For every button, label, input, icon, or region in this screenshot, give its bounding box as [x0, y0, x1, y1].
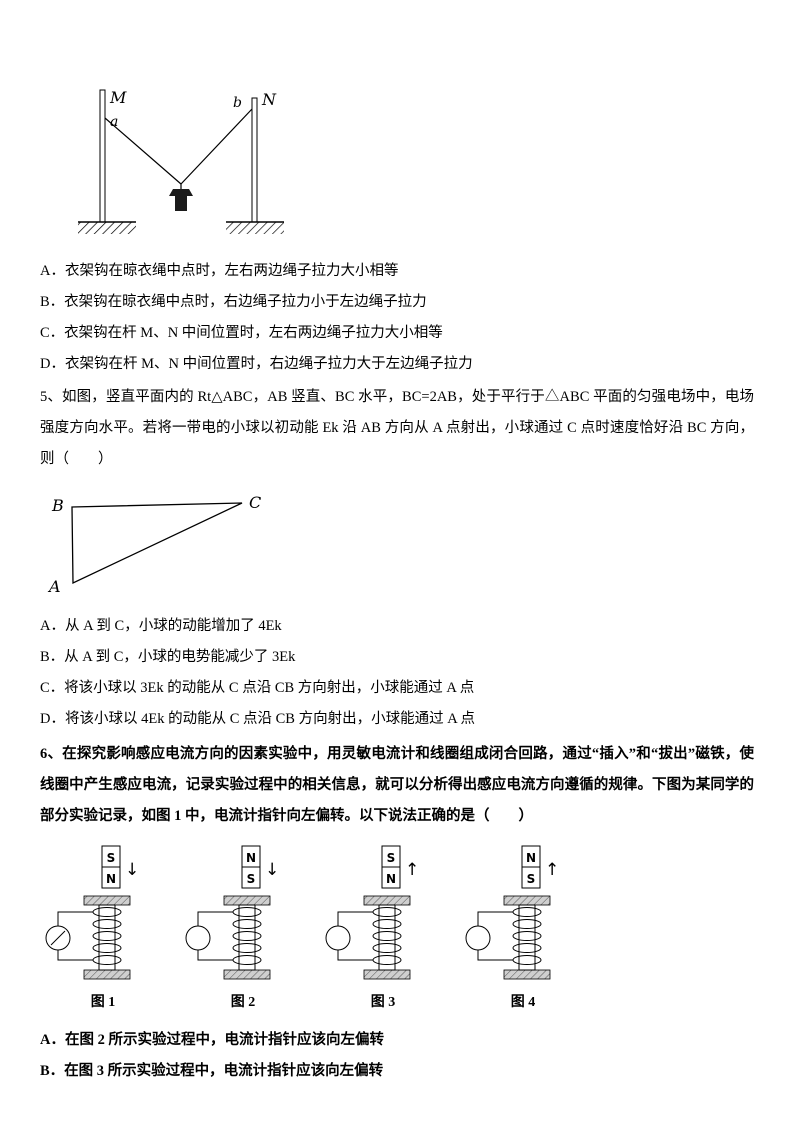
q5-options: A．从 A 到 C，小球的动能增加了 4Ek B．从 A 到 C，小球的电势能减…: [40, 611, 754, 735]
pole-label-N: N: [261, 90, 277, 109]
experiment-diagram-3: S N ↑ 图 3: [322, 842, 444, 1011]
left-pole: [99, 89, 106, 223]
rope-left: [104, 117, 182, 185]
top-plate: [363, 895, 411, 906]
coil-core: [98, 904, 116, 971]
clothesline-figure: M a b N: [40, 84, 754, 242]
experiment-diagram-1: S N ↓ 图 1: [42, 842, 164, 1011]
galvanometer-needle: [50, 930, 66, 946]
wire-top: [477, 911, 513, 926]
coil-core: [238, 904, 256, 971]
ground-hatch-left: [78, 222, 136, 234]
magnet-pole-bottom: N: [386, 872, 396, 886]
bottom-plate: [363, 969, 411, 980]
magnet-pole-top: S: [107, 851, 116, 865]
galvanometer: [465, 925, 491, 951]
galvanometer: [325, 925, 351, 951]
q4-option-b: B．衣架钩在晾衣绳中点时，右边绳子拉力小于左边绳子拉力: [40, 294, 427, 310]
vertex-label-A: A: [47, 577, 61, 596]
triangle-figure: B C A: [42, 485, 754, 597]
vertex-label-B: B: [51, 496, 64, 515]
top-plate: [503, 895, 551, 906]
coil-core: [518, 904, 536, 971]
wire-bottom: [477, 950, 513, 961]
ground-hatch-right: [226, 222, 284, 234]
q6-option-a: A．在图 2 所示实验过程中，电流计指针应该向左偏转: [40, 1032, 384, 1048]
coil-svg-1: S N ↓: [45, 845, 139, 980]
triangle-svg: B C A: [47, 493, 261, 596]
vertex-label-C: C: [249, 493, 261, 512]
magnet-pole-bottom: N: [106, 872, 116, 886]
pole-label-M: M: [109, 88, 127, 107]
figure-caption-4: 图 4: [510, 995, 536, 1010]
coil-core: [378, 904, 396, 971]
q4-options: A．衣架钩在晾衣绳中点时，左右两边绳子拉力大小相等 B．衣架钩在晾衣绳中点时，右…: [40, 256, 754, 380]
magnet-pole-bottom: S: [247, 872, 256, 886]
q6-options: A．在图 2 所示实验过程中，电流计指针应该向左偏转 B．在图 3 所示实验过程…: [40, 1025, 754, 1087]
motion-arrow-icon: ↑: [405, 860, 419, 880]
coil-svg-3: S N ↑: [325, 845, 419, 980]
q5-option-d: D．将该小球以 4Ek 的动能从 C 点沿 CB 方向射出，小球能通过 A 点: [40, 711, 476, 727]
clothesline-svg: M a b N: [78, 88, 284, 234]
bottom-plate: [503, 969, 551, 980]
bottom-plate: [223, 969, 271, 980]
induction-experiment-figure: S N ↓ 图 1 N: [42, 842, 754, 1011]
rope-label-a: a: [110, 114, 118, 130]
q5-option-c: C．将该小球以 3Ek 的动能从 C 点沿 CB 方向射出，小球能通过 A 点: [40, 680, 475, 696]
motion-arrow-icon: ↑: [545, 860, 559, 880]
motion-arrow-icon: ↓: [265, 860, 279, 880]
magnet-pole-top: N: [246, 851, 256, 865]
wire-top: [57, 911, 93, 926]
q5-option-b: B．从 A 到 C，小球的电势能减少了 3Ek: [40, 649, 296, 665]
figure-caption-1: 图 1: [90, 995, 116, 1010]
q4-option-a: A．衣架钩在晾衣绳中点时，左右两边绳子拉力大小相等: [40, 263, 399, 279]
magnet-pole-bottom: S: [527, 872, 536, 886]
triangle-shape: [71, 502, 243, 585]
figure-caption-3: 图 3: [370, 995, 396, 1010]
coil-svg-4: N S ↑: [465, 845, 559, 980]
wire-top: [337, 911, 373, 926]
motion-arrow-icon: ↓: [125, 860, 139, 880]
q6-option-b: B．在图 3 所示实验过程中，电流计指针应该向左偏转: [40, 1063, 384, 1079]
top-plate: [223, 895, 271, 906]
galvanometer: [185, 925, 211, 951]
wire-top: [197, 911, 233, 926]
experiment-diagram-4: N S ↑ 图 4: [462, 842, 584, 1011]
q4-option-c: C．衣架钩在杆 M、N 中间位置时，左右两边绳子拉力大小相等: [40, 325, 443, 341]
figure-caption-2: 图 2: [230, 995, 256, 1010]
top-plate: [83, 895, 131, 906]
magnet-pole-top: S: [387, 851, 396, 865]
wire-bottom: [197, 950, 233, 961]
q4-option-d: D．衣架钩在杆 M、N 中间位置时，右边绳子拉力大于左边绳子拉力: [40, 356, 473, 372]
coil-svg-2: N S ↓: [185, 845, 279, 980]
magnet-pole-top: N: [526, 851, 536, 865]
clothes-shape: [169, 189, 193, 211]
wire-bottom: [337, 950, 373, 961]
bottom-plate: [83, 969, 131, 980]
right-pole: [251, 97, 258, 223]
q5-option-a: A．从 A 到 C，小球的动能增加了 4Ek: [40, 618, 282, 634]
wire-bottom: [57, 950, 93, 961]
rope-right: [180, 108, 253, 185]
q6-stem: 6、在探究影响感应电流方向的因素实验中，用灵敏电流计和线圈组成闭合回路，通过“插…: [40, 746, 754, 824]
rope-label-b: b: [233, 95, 242, 111]
experiment-diagram-2: N S ↓ 图 2: [182, 842, 304, 1011]
q5-stem: 5、如图，竖直平面内的 Rt△ABC，AB 竖直、BC 水平，BC=2AB，处于…: [40, 389, 754, 467]
